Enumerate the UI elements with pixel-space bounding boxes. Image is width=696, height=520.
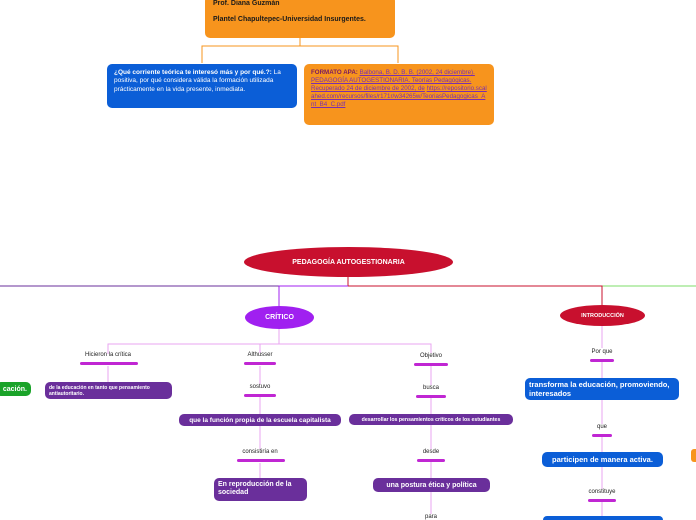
branch-label-objetivo: Objetivo [419, 353, 442, 359]
connector-bar-que [592, 434, 612, 437]
connector-bar-sostuvo [244, 394, 276, 397]
connector-consistiria: consistiría en [242, 449, 278, 455]
branch-bar-althusser [244, 362, 276, 365]
transforma-box: transforma la educación, promoviendo, in… [525, 378, 679, 400]
connector-bar-consistiria [237, 459, 285, 462]
question-text: ¿Qué corriente teórica te interesó más y… [114, 69, 272, 76]
connector-bar-desde [417, 459, 445, 462]
campus-name: Plantel Chapultepec-Universidad Insurgen… [213, 16, 366, 23]
branch-label-althusser: Althusser [247, 352, 273, 358]
left-edge-box: cación. [0, 382, 31, 396]
critico-label: CRÍTICO [265, 314, 294, 321]
intro-next-box-edge [543, 516, 663, 520]
question-card: ¿Qué corriente teórica te interesó más y… [107, 64, 297, 108]
postura-etica-box: una postura ética y política [373, 478, 490, 492]
apa-label: FORMATO APA: [311, 69, 358, 76]
branch-bar-objetivo [414, 363, 448, 366]
author-card: Prof. Diana Guzmán Plantel Chapultepec-U… [205, 0, 395, 38]
connector-constituye: constituye [588, 489, 616, 495]
left-edge-label: cación. [2, 385, 27, 393]
author-name: Prof. Diana Guzmán [213, 0, 280, 7]
connector-bar-busca [416, 395, 446, 398]
critico-node[interactable]: CRÍTICO [245, 306, 314, 329]
connector-desde: desde [422, 449, 440, 455]
branch-bar-hicieron [80, 362, 138, 365]
introduccion-node[interactable]: INTRODUCCIÓN [560, 305, 645, 326]
connector-busca: busca [422, 385, 439, 391]
escuela-capitalista-box: que la función propia de la escuela capi… [179, 414, 341, 426]
connector-que: que [596, 424, 607, 430]
apa-citation[interactable]: Balbona, B. D. B. B. (2002, 24 diciembre… [311, 69, 475, 92]
reproduccion-box: En reproducción de la sociedad [214, 478, 307, 501]
connector-bar-por-que [590, 359, 614, 362]
right-edge-box [691, 449, 696, 462]
apa-url[interactable]: https://repositorio.scalahed.com/recurso… [311, 85, 487, 108]
apa-card: FORMATO APA: Balbona, B. D. B. B. (2002,… [304, 64, 494, 125]
answer-text: La positiva, por qué considera válida la… [114, 69, 281, 93]
participen-box: participen de manera activa. [542, 452, 663, 467]
branch-label-hicieron: Hicieron la crítica [84, 352, 131, 358]
root-node[interactable]: PEDAGOGÍA AUTOGESTIONARIA [244, 247, 453, 277]
pensamientos-criticos-box: desarrollar los pensamientos críticos de… [349, 414, 513, 425]
connector-bar-constituye [588, 499, 616, 502]
connector-por-que: Por que [591, 349, 613, 355]
connector-sostuvo: sostuvo [249, 384, 271, 390]
root-label: PEDAGOGÍA AUTOGESTIONARIA [292, 258, 405, 266]
critica-description: de la educación en tanto que pensamiento… [45, 382, 172, 399]
connector-para: para [424, 514, 437, 520]
introduccion-label: INTRODUCCIÓN [581, 312, 624, 319]
